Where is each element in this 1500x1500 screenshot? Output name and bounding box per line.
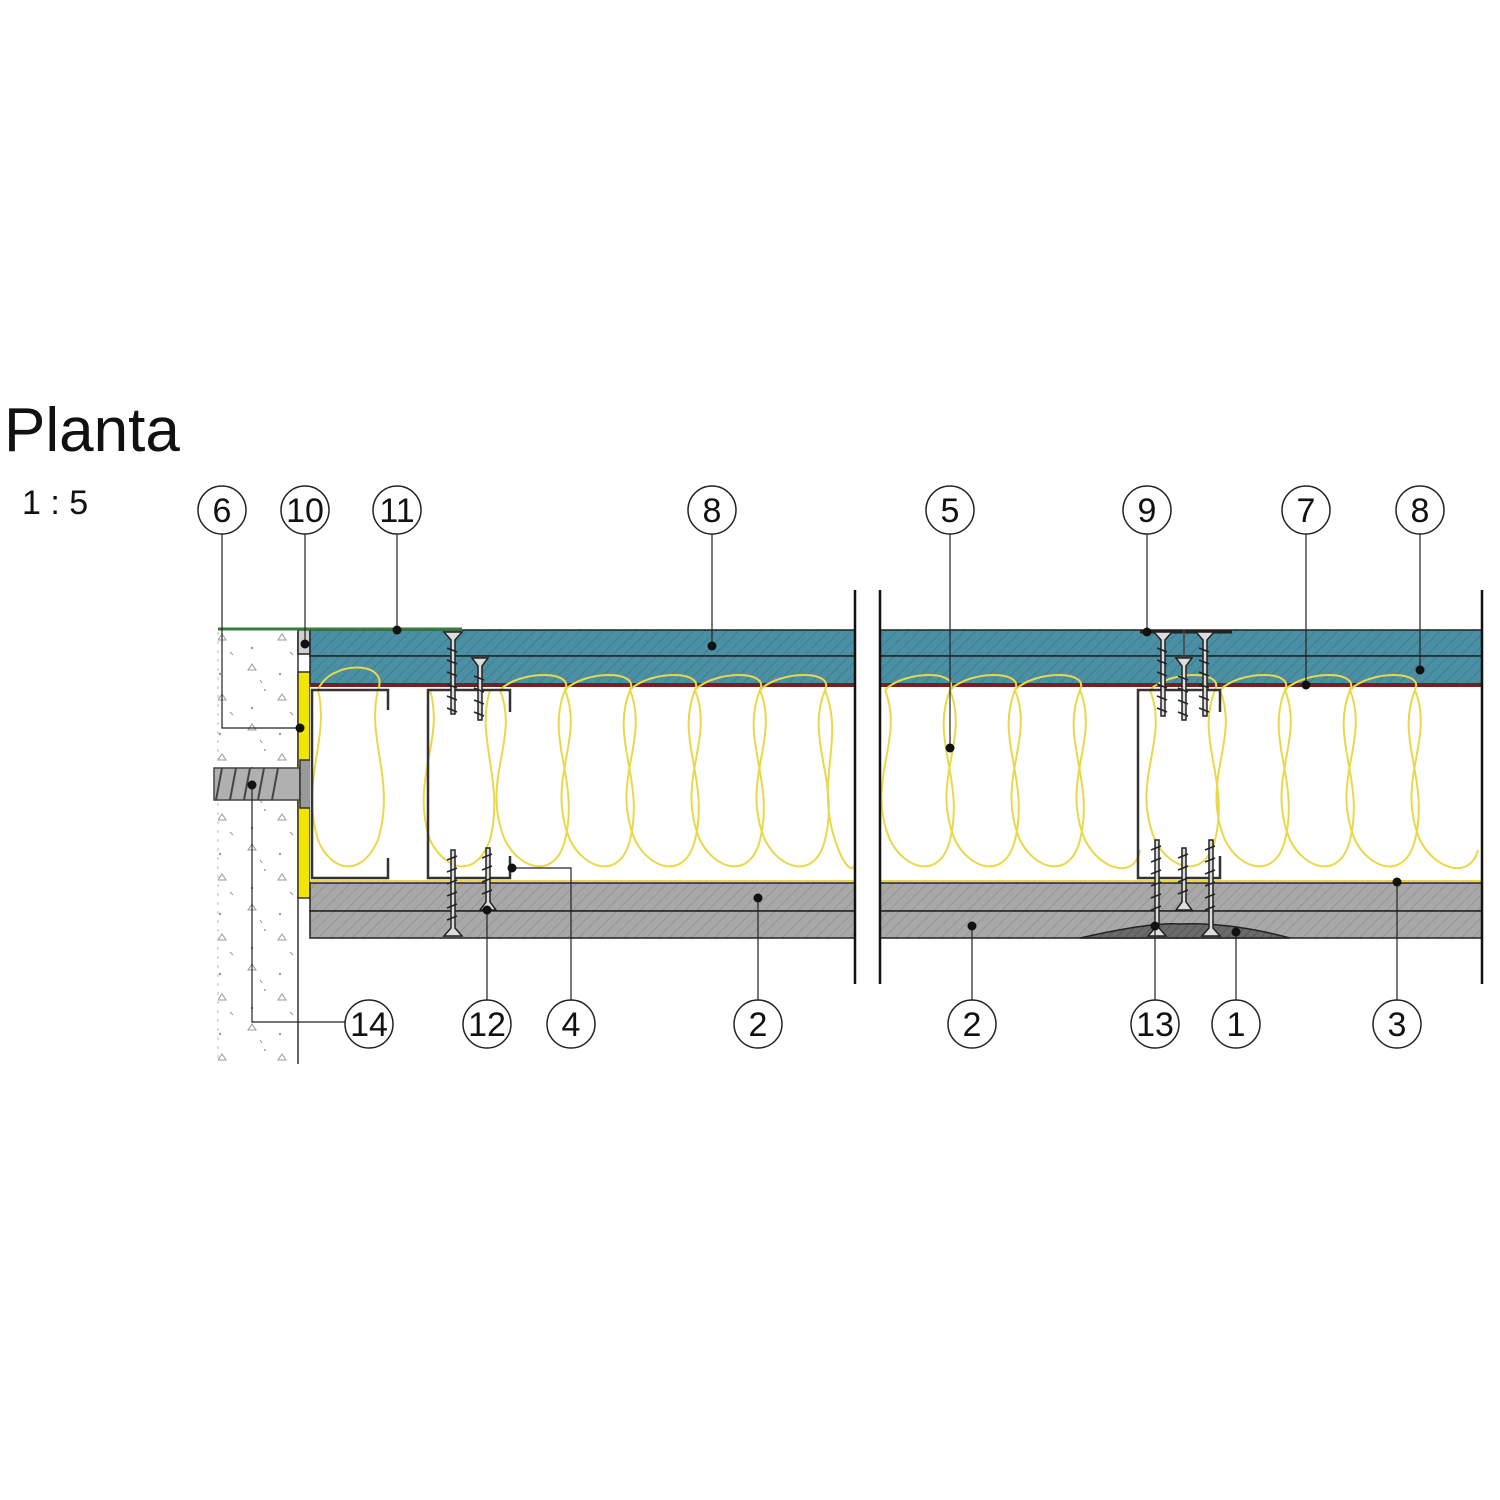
callout-9: 9: [1122, 485, 1172, 535]
callout-8-left: 8: [687, 485, 737, 535]
callout-4-label: 4: [562, 1006, 581, 1044]
screw: [1174, 657, 1194, 721]
screw: [470, 657, 490, 721]
mineral-wool-insulation: [310, 666, 1482, 882]
callout-8-right: 8: [1395, 485, 1445, 535]
callout-10-label: 10: [286, 492, 324, 530]
drawing-scale: 1 : 5: [22, 484, 89, 522]
callout-11: 11: [372, 485, 422, 535]
callout-8-right-label: 8: [1411, 492, 1430, 530]
callout-3: 3: [1372, 999, 1422, 1049]
callout-5: 5: [925, 485, 975, 535]
callout-12: 12: [462, 999, 512, 1049]
vapour-membrane: [310, 684, 1482, 687]
callout-11-label: 11: [379, 492, 414, 530]
leader-dots: [247, 625, 1425, 937]
drawing-title: Planta: [4, 396, 180, 465]
callout-14-label: 14: [350, 1006, 388, 1044]
leader-lines: [221, 532, 1421, 1023]
callout-3-label: 3: [1388, 1006, 1407, 1044]
callout-7-label: 7: [1297, 492, 1316, 530]
callout-9-label: 9: [1138, 492, 1157, 530]
callout-2-left: 2: [733, 999, 783, 1049]
callout-2-right: 2: [947, 999, 997, 1049]
callout-7: 7: [1281, 485, 1331, 535]
callout-8-left-label: 8: [703, 492, 722, 530]
callout-10: 10: [280, 485, 330, 535]
steel-studs: [310, 688, 1222, 880]
break-lines: [853, 590, 1484, 984]
screw: [442, 631, 464, 715]
screws: [442, 631, 1222, 937]
callout-12-label: 12: [468, 1006, 506, 1044]
screw: [442, 849, 464, 937]
callout-6-label: 6: [213, 492, 232, 530]
screw: [1194, 631, 1216, 717]
screw: [1174, 847, 1194, 911]
screw: [1152, 631, 1174, 717]
callout-14: 14: [344, 999, 394, 1049]
callout-4: 4: [546, 999, 596, 1049]
callout-2-left-label: 2: [749, 1006, 768, 1044]
concrete-wall: [217, 632, 299, 1064]
callout-2-right-label: 2: [963, 1006, 982, 1044]
callout-13-label: 13: [1136, 1006, 1174, 1044]
screw: [478, 847, 498, 911]
callout-6: 6: [197, 485, 247, 535]
callout-5-label: 5: [941, 492, 960, 530]
callout-1: 1: [1211, 999, 1261, 1049]
callout-13: 13: [1130, 999, 1180, 1049]
callout-1-label: 1: [1227, 1006, 1246, 1044]
inner-board-layers: [309, 882, 1483, 939]
screw: [1200, 839, 1222, 937]
